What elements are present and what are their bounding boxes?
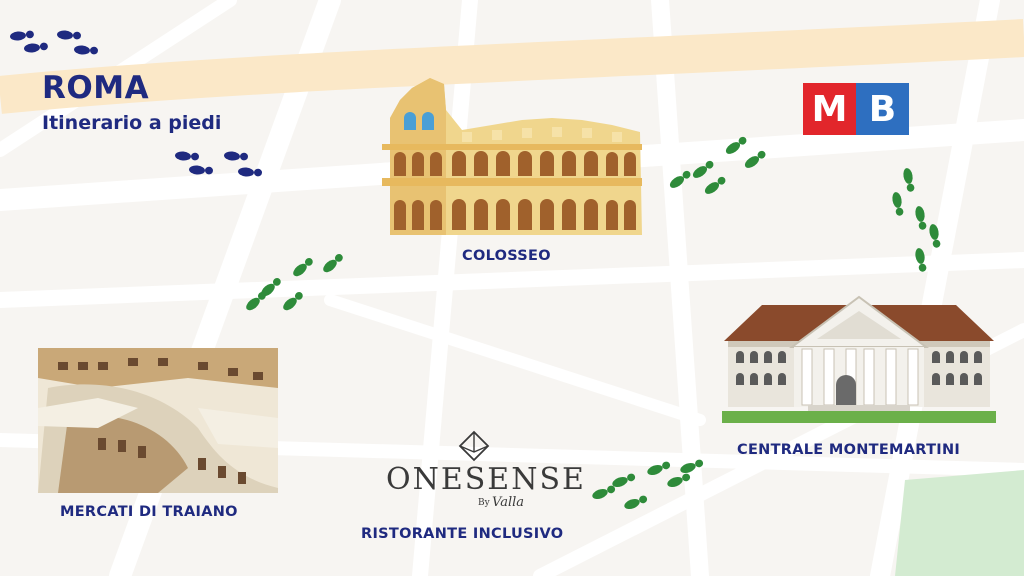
colosseo-illustration: [382, 78, 642, 235]
onesense-valla: Valla: [492, 495, 525, 510]
map-main-road: [0, 19, 1024, 114]
onesense-wordmark: ONESENSE: [386, 462, 586, 497]
metro-m-badge: M: [803, 83, 856, 135]
colosseo-arches: [394, 151, 636, 230]
label-ristorante-inclusivo: RISTORANTE INCLUSIVO: [361, 526, 564, 542]
onesense-by: By: [478, 498, 490, 508]
onesense-logo: ONESENSE By Valla: [386, 430, 586, 516]
green-footprints-to-montemartini: [891, 167, 942, 273]
onesense-diamond-icon: [458, 430, 490, 462]
blue-footprints-top: [9, 29, 99, 56]
metro-b-badge: B: [856, 83, 909, 135]
mercati-illustration: [38, 348, 278, 493]
label-mercati-di-traiano: MERCATI DI TRAIANO: [60, 504, 238, 520]
blue-footprints-middle: [174, 150, 263, 178]
label-colosseo: COLOSSEO: [462, 248, 551, 264]
label-centrale-montemartini: CENTRALE MONTEMARTINI: [737, 442, 961, 458]
page-title: ROMA: [42, 70, 150, 106]
metro-b-logo: M B: [803, 83, 909, 135]
green-footprints-to-metro: [667, 135, 768, 197]
green-footprints-to-ristorante: [590, 458, 705, 511]
montemartini-windows: [736, 351, 982, 405]
map-park: [895, 470, 1024, 576]
montemartini-illustration: [722, 295, 996, 423]
green-footprints-to-colosseo: [243, 252, 346, 313]
page-subtitle: Itinerario a piedi: [42, 112, 222, 134]
